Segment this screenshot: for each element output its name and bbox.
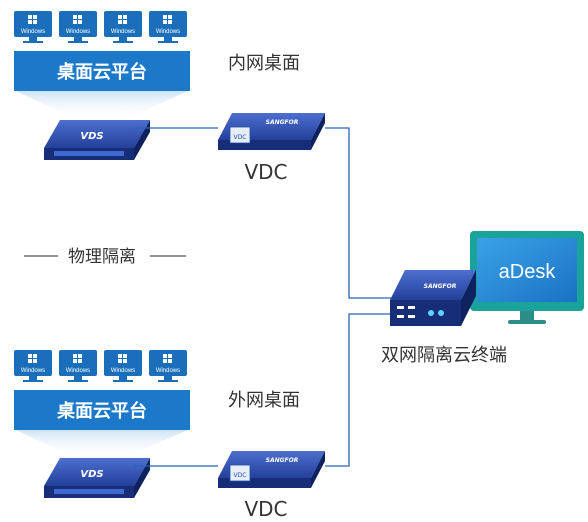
windows-label: Windows <box>156 368 180 374</box>
bottom-platform-label: 桌面云平台 <box>56 400 147 422</box>
windows-label: Windows <box>66 368 90 374</box>
bottom-vdc-brand: SANGFOR <box>266 457 299 464</box>
windows-desktop-icon: Windows <box>14 350 52 382</box>
bottom-vds-server: VDS <box>44 458 150 498</box>
top-vdc-terminal-line <box>325 127 392 299</box>
top-vdc-badge <box>229 126 251 144</box>
windows-label: Windows <box>111 368 135 374</box>
top-network-label: 内网桌面 <box>228 53 300 74</box>
bottom-vdc-terminal-line <box>325 313 392 467</box>
windows-desktop-icon: Windows <box>59 350 97 382</box>
top-group: Windows Windows Windows Wi <box>14 11 325 184</box>
top-funnel <box>16 91 188 118</box>
windows-desktop-icon: Windows <box>149 11 187 43</box>
windows-desktop-icon: Windows <box>104 350 142 382</box>
top-platform-bar <box>14 51 190 91</box>
top-vds-server: VDS <box>44 120 150 160</box>
top-windows-row: Windows Windows Windows Wi <box>14 11 187 43</box>
isolation-label: 物理隔离 <box>68 247 136 267</box>
bottom-vds-label: VDS <box>80 469 103 480</box>
top-vdc-label: VDC <box>244 160 287 184</box>
terminal-monitor: aDesk <box>470 231 584 324</box>
terminal-group: aDesk SANGFOR 双网隔离云终端 <box>381 231 584 366</box>
bottom-vdc-badge-label: VDC <box>234 472 247 479</box>
top-vdc-device: SANGFOR VDC <box>218 113 325 150</box>
bottom-windows-row: Windows Windows Windows Wi <box>14 350 187 382</box>
bottom-vdc-device: SANGFOR VDC <box>218 451 325 488</box>
top-vdc-badge-label: VDC <box>234 134 247 141</box>
bottom-network-label: 外网桌面 <box>228 390 300 411</box>
terminal-caption: 双网隔离云终端 <box>381 345 507 366</box>
windows-label: Windows <box>66 29 90 35</box>
windows-label: Windows <box>156 29 180 35</box>
terminal-box: SANGFOR <box>390 270 476 326</box>
windows-desktop-icon: Windows <box>104 11 142 43</box>
bottom-group: Windows Windows Windows Wi <box>14 350 325 521</box>
top-vdc-brand: SANGFOR <box>266 119 299 126</box>
bottom-vdc-label: VDC <box>244 497 287 521</box>
windows-desktop-icon: Windows <box>14 11 52 43</box>
bottom-vdc-badge <box>229 464 251 482</box>
terminal-screen <box>477 238 577 302</box>
windows-label: Windows <box>21 368 45 374</box>
windows-label: Windows <box>21 29 45 35</box>
isolation-marker: 物理隔离 <box>24 247 186 267</box>
windows-label: Windows <box>111 29 135 35</box>
bottom-funnel <box>16 430 188 456</box>
terminal-brand: SANGFOR <box>424 283 457 290</box>
top-vds-label: VDS <box>80 131 103 142</box>
terminal-screen-label: aDesk <box>499 261 557 283</box>
bottom-platform-bar <box>14 390 190 430</box>
windows-desktop-icon: Windows <box>59 11 97 43</box>
windows-desktop-icon: Windows <box>149 350 187 382</box>
top-platform-label: 桌面云平台 <box>56 61 147 83</box>
